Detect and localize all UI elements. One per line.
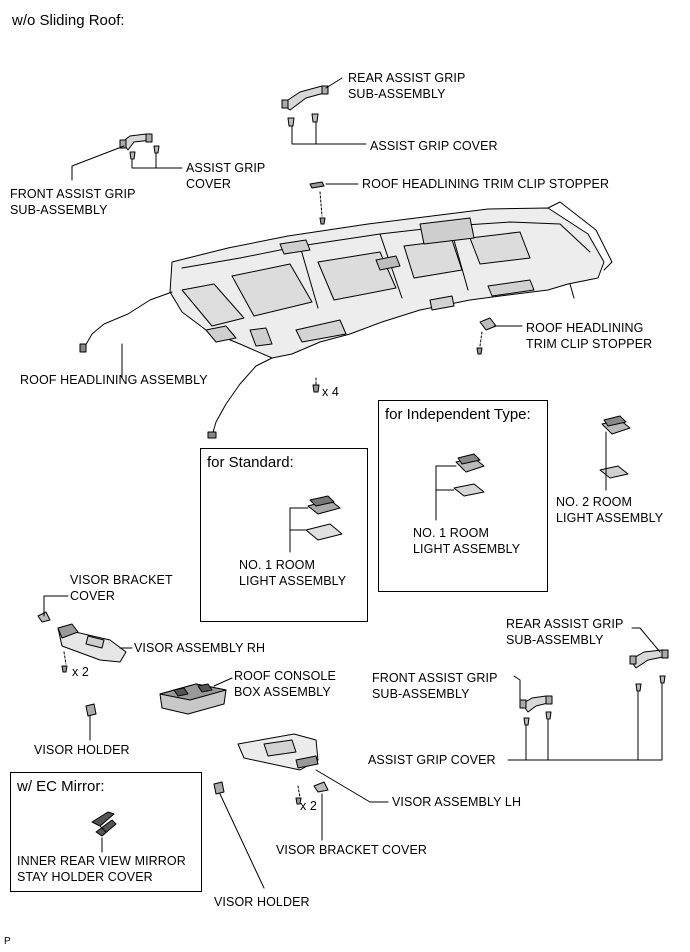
label-roof-console: ROOF CONSOLE BOX ASSEMBLY (234, 669, 336, 699)
clip-stopper-top-part (309, 181, 325, 189)
label-assist-grip-cover-top: ASSIST GRIP COVER (370, 139, 498, 153)
wire-harness-front (83, 291, 173, 349)
wire-harness-rear (211, 357, 273, 437)
visor-rh-part (37, 611, 127, 663)
label-stay-holder-cover: INNER REAR VIEW MIRROR STAY HOLDER COVER (17, 854, 186, 884)
independent-type-heading: for Independent Type: (385, 406, 531, 423)
no1-room-light-standard-part (305, 495, 343, 541)
visor-lh-part (237, 733, 329, 793)
label-visor-holder-left: VISOR HOLDER (34, 743, 130, 757)
ec-mirror-heading: w/ EC Mirror: (17, 778, 105, 795)
visor-holder-left-part (85, 703, 97, 717)
label-assist-grip-cover-lower: ASSIST GRIP COVER (368, 753, 496, 767)
rear-assist-grip-top-part (281, 85, 329, 127)
stay-holder-cover-part (91, 811, 117, 837)
label-clip-stopper-top: ROOF HEADLINING TRIM CLIP STOPPER (362, 177, 610, 191)
front-assist-grip-lower-part (519, 695, 553, 726)
label-no1-room-light-independent: NO. 1 ROOM LIGHT ASSEMBLY (413, 526, 521, 556)
figure-code: P (4, 936, 11, 947)
clip-stopper-right-part (479, 317, 497, 331)
label-visor-lh: VISOR ASSEMBLY LH (392, 795, 522, 809)
label-roof-headlining: ROOF HEADLINING ASSEMBLY (20, 373, 208, 387)
rear-assist-grip-lower-part (629, 649, 669, 692)
label-no1-room-light-standard: NO. 1 ROOM LIGHT ASSEMBLY (239, 558, 347, 588)
page-title: w/o Sliding Roof: (12, 12, 125, 29)
label-qty-x4: x 4 (322, 385, 339, 399)
label-visor-bracket-cover-top: VISOR BRACKET COVER (70, 573, 173, 603)
label-visor-bracket-cover-bottom: VISOR BRACKET COVER (276, 843, 428, 857)
roof-console-part (159, 683, 227, 715)
label-assist-grip-cover-left: ASSIST GRIP COVER (186, 161, 266, 191)
independent-type-box: for Independent Type: NO. 1 ROOM LIGHT A… (378, 400, 548, 592)
clip-icon (312, 377, 320, 393)
label-front-assist-grip-lower: FRONT ASSIST GRIP SUB-ASSEMBLY (372, 671, 498, 701)
no1-room-light-independent-part (453, 453, 485, 497)
label-front-assist-grip-top: FRONT ASSIST GRIP SUB-ASSEMBLY (10, 187, 136, 217)
standard-heading: for Standard: (207, 454, 294, 471)
standard-box: for Standard: NO. 1 ROOM LIGHT ASSEMBLY (200, 448, 368, 622)
label-rear-assist-grip-lower: REAR ASSIST GRIP SUB-ASSEMBLY (506, 617, 624, 647)
label-clip-stopper-right: ROOF HEADLINING TRIM CLIP STOPPER (526, 321, 653, 351)
ec-mirror-box: w/ EC Mirror: INNER REAR VIEW MIRROR STA… (10, 772, 202, 892)
label-no2-room-light: NO. 2 ROOM LIGHT ASSEMBLY (556, 495, 664, 525)
no2-room-light-part (599, 415, 631, 479)
label-qty-x2-lh: x 2 (300, 799, 317, 813)
front-assist-grip-top-part (119, 133, 160, 160)
visor-holder-bottom-part (213, 781, 225, 795)
label-qty-x2-rh: x 2 (72, 665, 89, 679)
label-rear-assist-grip-top: REAR ASSIST GRIP SUB-ASSEMBLY (348, 71, 466, 101)
roof-headlining-part (169, 201, 613, 359)
label-visor-holder-bottom: VISOR HOLDER (214, 895, 310, 909)
label-visor-rh: VISOR ASSEMBLY RH (134, 641, 266, 655)
